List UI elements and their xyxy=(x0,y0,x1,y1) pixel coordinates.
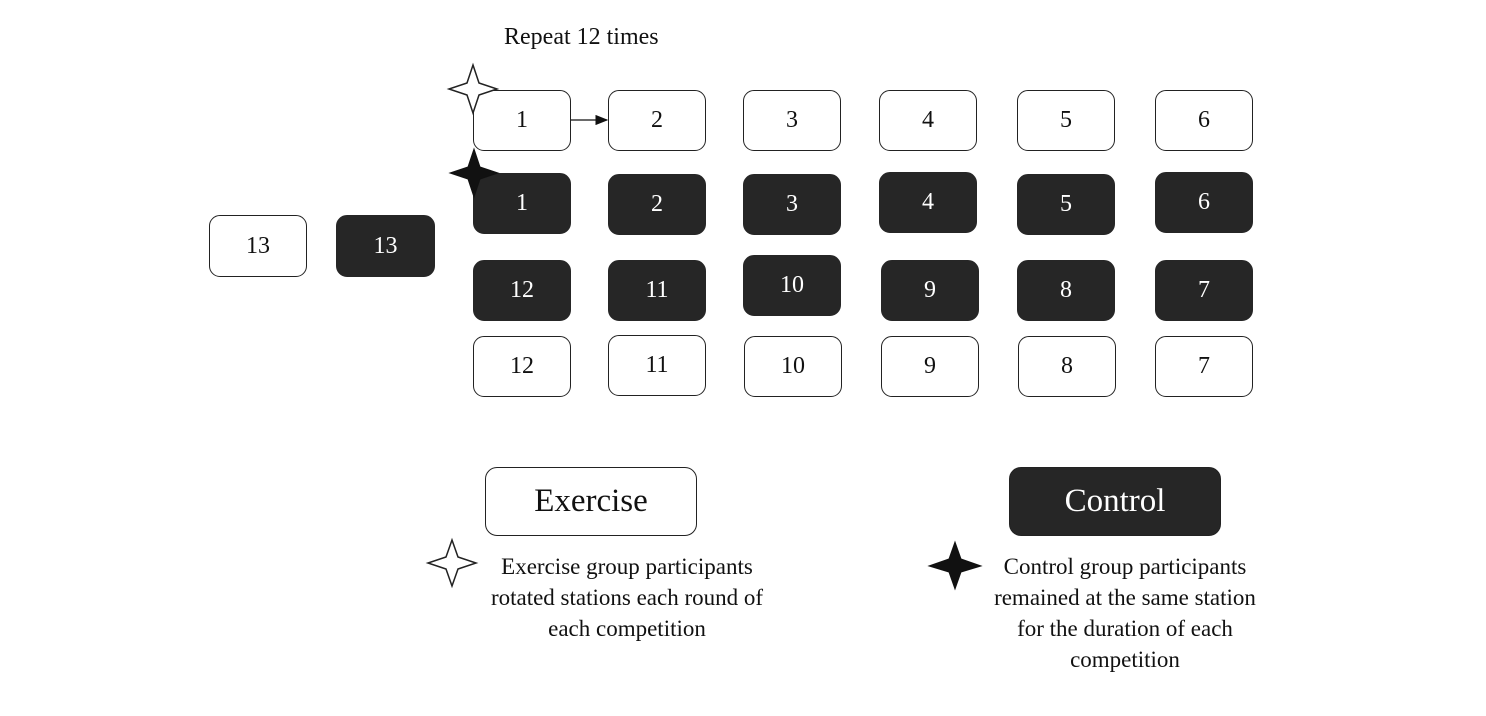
control-station-10: 10 xyxy=(743,255,841,316)
control-station-1: 1 xyxy=(473,173,571,234)
exercise-note-line: Exercise group participants xyxy=(501,554,753,579)
exercise-station-3: 3 xyxy=(743,90,841,151)
control-station-13: 13 xyxy=(336,215,435,277)
exercise-station-10: 10 xyxy=(744,336,842,397)
legend-control: Control xyxy=(1009,467,1221,536)
exercise-note-line: rotated stations each round of xyxy=(490,585,764,610)
exercise-station-12: 12 xyxy=(473,336,571,397)
control-note-line: competition xyxy=(1070,647,1180,672)
exercise-station-9: 9 xyxy=(881,336,979,397)
exercise-station-2: 2 xyxy=(608,90,706,151)
exercise-note-line: each competition xyxy=(548,616,706,641)
control-station-2: 2 xyxy=(608,174,706,235)
control-station-11: 11 xyxy=(608,260,706,321)
diagram-title: Repeat 12 times xyxy=(504,24,659,50)
exercise-station-7: 7 xyxy=(1155,336,1253,397)
legend-control-note: Control group participants remained at t… xyxy=(965,551,1285,675)
exercise-station-4: 4 xyxy=(879,90,977,151)
legend-black-star-icon xyxy=(927,540,983,591)
control-station-6: 6 xyxy=(1155,172,1253,233)
white-star-icon xyxy=(446,62,500,116)
control-station-9: 9 xyxy=(881,260,979,321)
legend-white-star-icon xyxy=(425,537,479,589)
control-note-line: for the duration of each xyxy=(1017,616,1233,641)
exercise-station-5: 5 xyxy=(1017,90,1115,151)
black-star-icon xyxy=(448,147,500,199)
control-station-7: 7 xyxy=(1155,260,1253,321)
control-note-line: remained at the same station xyxy=(994,585,1256,610)
control-note-line: Control group participants xyxy=(1003,554,1247,579)
control-station-5: 5 xyxy=(1017,174,1115,235)
exercise-station-13: 13 xyxy=(209,215,307,277)
exercise-station-11: 11 xyxy=(608,335,706,396)
exercise-station-6: 6 xyxy=(1155,90,1253,151)
control-station-4: 4 xyxy=(879,172,977,233)
control-station-8: 8 xyxy=(1017,260,1115,321)
exercise-station-1: 1 xyxy=(473,90,571,151)
control-station-3: 3 xyxy=(743,174,841,235)
control-station-12: 12 xyxy=(473,260,571,321)
legend-exercise-note: Exercise group participants rotated stat… xyxy=(467,551,787,644)
exercise-station-8: 8 xyxy=(1018,336,1116,397)
legend-exercise: Exercise xyxy=(485,467,697,536)
